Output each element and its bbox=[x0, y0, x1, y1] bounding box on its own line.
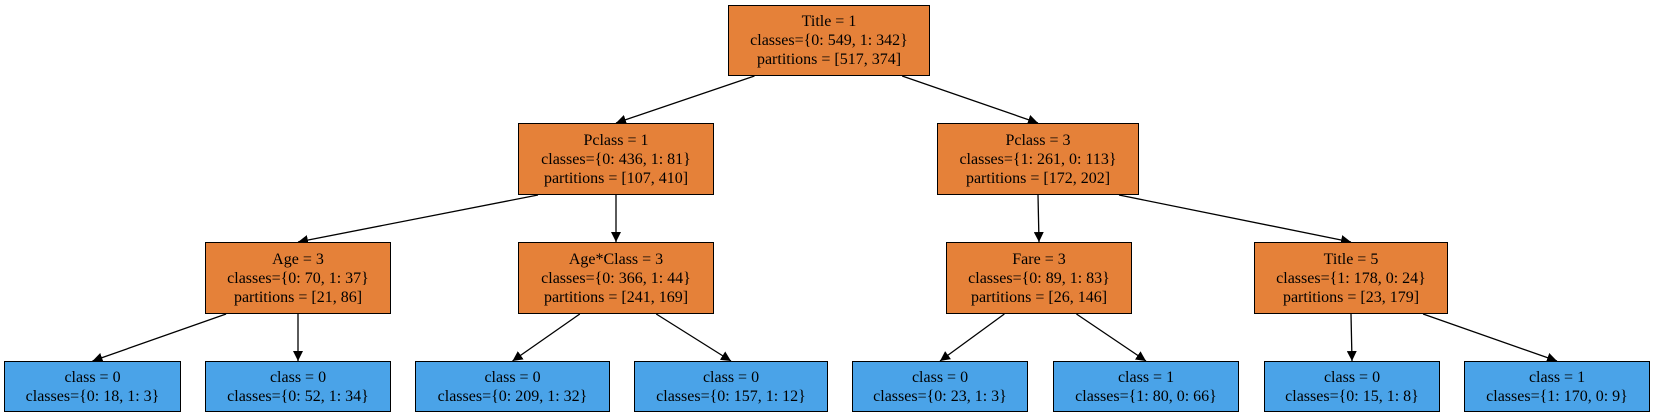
node-partitions: partitions = [21, 86] bbox=[233, 288, 363, 306]
node-condition: Title = 5 bbox=[1323, 250, 1379, 268]
tree-edge-n0-n2 bbox=[901, 75, 1039, 125]
tree-leaf: class = 1 classes={1: 80, 0: 66} bbox=[1053, 361, 1239, 412]
tree-leaf: class = 0 classes={0: 18, 1: 3} bbox=[4, 361, 181, 412]
node-condition: Pclass = 1 bbox=[583, 131, 649, 149]
tree-leaf: class = 0 classes={0: 209, 1: 32} bbox=[415, 361, 610, 412]
tree-edge-n2-n6 bbox=[1118, 194, 1352, 245]
node-classes: classes={0: 70, 1: 37} bbox=[227, 269, 369, 287]
node-condition: Title = 1 bbox=[801, 13, 857, 30]
tree-edge-n0-n1 bbox=[615, 75, 755, 125]
tree-leaf: class = 0 classes={0: 52, 1: 34} bbox=[205, 361, 391, 412]
node-condition: Age = 3 bbox=[272, 250, 324, 268]
tree-leaf: class = 0 classes={0: 15, 1: 8} bbox=[1264, 361, 1440, 412]
node-condition: Fare = 3 bbox=[1012, 250, 1066, 268]
node-classes: classes={0: 436, 1: 81} bbox=[541, 150, 691, 168]
leaf-classes: classes={0: 157, 1: 12} bbox=[656, 387, 806, 405]
leaf-classes: classes={0: 52, 1: 34} bbox=[227, 387, 369, 405]
leaf-class: class = 0 bbox=[911, 368, 969, 386]
leaf-class: class = 1 bbox=[1117, 368, 1175, 386]
tree-edge-n1-n3 bbox=[297, 194, 539, 245]
tree-node-pclass-1: Pclass = 1 classes={0: 436, 1: 81} parti… bbox=[518, 123, 714, 195]
node-classes: classes={0: 89, 1: 83} bbox=[968, 269, 1110, 287]
tree-edge-n5-n11 bbox=[939, 313, 1005, 362]
tree-edge-n3-n7 bbox=[92, 313, 227, 363]
node-condition: Pclass = 3 bbox=[1005, 131, 1071, 149]
tree-node-age-3: Age = 3 classes={0: 70, 1: 37} partition… bbox=[205, 242, 391, 314]
tree-edge-n5-n12 bbox=[1076, 313, 1147, 362]
node-partitions: partitions = [172, 202] bbox=[965, 169, 1111, 187]
tree-leaf: class = 0 classes={0: 157, 1: 12} bbox=[634, 361, 828, 412]
leaf-class: class = 1 bbox=[1528, 368, 1586, 386]
node-partitions: partitions = [241, 169] bbox=[543, 288, 689, 306]
leaf-classes: classes={0: 18, 1: 3} bbox=[25, 387, 160, 405]
leaf-classes: classes={1: 170, 0: 9} bbox=[1486, 387, 1628, 405]
tree-edge-n4-n9 bbox=[512, 313, 581, 362]
leaf-class: class = 0 bbox=[1323, 368, 1381, 386]
leaf-class: class = 0 bbox=[702, 368, 760, 386]
node-partitions: partitions = [23, 179] bbox=[1282, 288, 1420, 306]
tree-edge-n2-n5 bbox=[1033, 194, 1044, 243]
tree-node-title-5: Title = 5 classes={1: 178, 0: 24} partit… bbox=[1254, 242, 1448, 314]
tree-node-pclass-3: Pclass = 3 classes={1: 261, 0: 113} part… bbox=[937, 123, 1139, 195]
leaf-class: class = 0 bbox=[269, 368, 327, 386]
tree-node-fare-3: Fare = 3 classes={0: 89, 1: 83} partitio… bbox=[946, 242, 1132, 314]
node-partitions: partitions = [26, 146] bbox=[970, 288, 1108, 306]
leaf-classes: classes={0: 23, 1: 3} bbox=[873, 387, 1007, 405]
leaf-classes: classes={1: 80, 0: 66} bbox=[1075, 387, 1217, 405]
node-classes: classes={0: 366, 1: 44} bbox=[541, 269, 691, 287]
leaf-class: class = 0 bbox=[64, 368, 121, 386]
tree-edge-n6-n13 bbox=[1346, 313, 1357, 362]
leaf-classes: classes={0: 209, 1: 32} bbox=[437, 387, 588, 405]
node-classes: classes={0: 549, 1: 342} bbox=[750, 32, 908, 49]
leaf-classes: classes={0: 15, 1: 8} bbox=[1285, 387, 1419, 405]
tree-leaf: class = 1 classes={1: 170, 0: 9} bbox=[1464, 361, 1650, 412]
node-partitions: partitions = [517, 374] bbox=[756, 51, 902, 68]
node-classes: classes={1: 261, 0: 113} bbox=[959, 150, 1117, 168]
node-classes: classes={1: 178, 0: 24} bbox=[1276, 269, 1426, 287]
tree-leaf: class = 0 classes={0: 23, 1: 3} bbox=[852, 361, 1028, 412]
node-condition: Age*Class = 3 bbox=[568, 250, 664, 268]
tree-node-root: Title = 1 classes={0: 549, 1: 342} parti… bbox=[728, 5, 930, 76]
tree-edge-n4-n10 bbox=[655, 313, 732, 362]
tree-edge-n6-n14 bbox=[1422, 313, 1558, 363]
leaf-class: class = 0 bbox=[484, 368, 541, 386]
tree-node-age-class-3: Age*Class = 3 classes={0: 366, 1: 44} pa… bbox=[518, 242, 714, 314]
node-partitions: partitions = [107, 410] bbox=[543, 169, 689, 187]
